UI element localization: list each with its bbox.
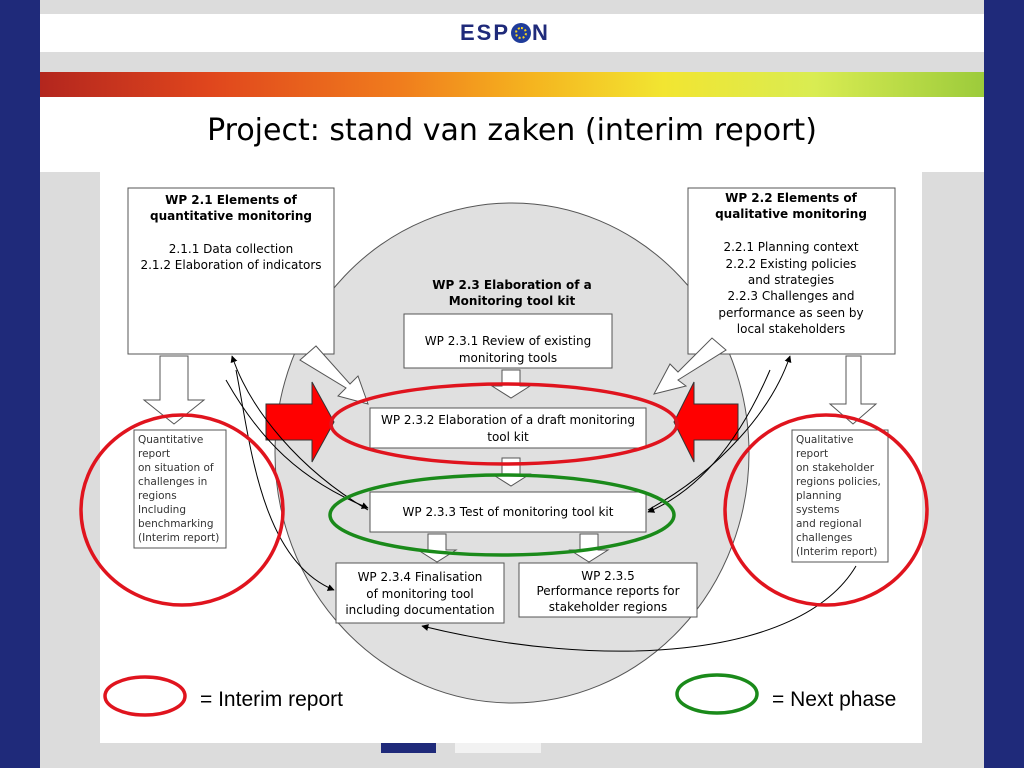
interim-highlight-232 bbox=[329, 382, 679, 466]
legend-next-label: = Next phase bbox=[772, 688, 896, 711]
quant-report-line: benchmarking bbox=[138, 518, 214, 530]
wp234-line-1: WP 2.3.4 Finalisation bbox=[358, 570, 483, 584]
qual-report-line: (Interim report) bbox=[796, 546, 877, 558]
wp234-box: WP 2.3.4 Finalisation of monitoring tool… bbox=[335, 562, 505, 624]
connector-qual-to-234 bbox=[421, 565, 857, 652]
quant-report-line: Quantitative bbox=[138, 434, 203, 446]
connector-left-to-234 bbox=[235, 369, 335, 591]
quant-report-line: challenges in bbox=[138, 476, 207, 488]
wp22-box: WP 2.2 Elements of qualitative monitorin… bbox=[687, 187, 896, 355]
wp235-line-1: WP 2.3.5 bbox=[581, 569, 634, 583]
wp21-item-1: 2.1.1 Data collection bbox=[169, 242, 293, 256]
wp21-box: WP 2.1 Elements of quantitative monitori… bbox=[127, 187, 335, 355]
legend-interim-label: = Interim report bbox=[200, 688, 343, 711]
wp22-item-4: 2.2.3 Challenges and bbox=[728, 289, 855, 303]
hollow-arrow-wp22-down bbox=[828, 355, 878, 425]
footer-tab-dark bbox=[381, 743, 436, 753]
footer-tab-light bbox=[455, 743, 541, 753]
wp235-box: WP 2.3.5 Performance reports for stakeho… bbox=[518, 562, 698, 618]
legend: = Interim report = Next phase bbox=[103, 673, 896, 717]
wp23-title-1: WP 2.3 Elaboration of a bbox=[432, 278, 591, 292]
slide-title: Project: stand van zaken (interim report… bbox=[207, 113, 817, 148]
wp21-title-1: WP 2.1 Elements of bbox=[165, 193, 298, 207]
hollow-arrow-wp21-diag bbox=[299, 345, 369, 405]
qual-report-line: challenges bbox=[796, 532, 852, 544]
red-arrow-left bbox=[265, 381, 335, 463]
logo-text-right: N bbox=[532, 20, 550, 45]
wp22-title-2: qualitative monitoring bbox=[715, 207, 867, 221]
wp232-line-1: WP 2.3.2 Elaboration of a draft monitori… bbox=[381, 413, 635, 427]
wp22-item-1: 2.2.1 Planning context bbox=[723, 240, 858, 254]
qual-report-box: Qualitative report on stakeholder region… bbox=[791, 429, 889, 563]
wp22-title-1: WP 2.2 Elements of bbox=[725, 191, 858, 205]
wp232-box: WP 2.3.2 Elaboration of a draft monitori… bbox=[369, 407, 647, 449]
wp231-box: WP 2.3.1 Review of existing monitoring t… bbox=[403, 313, 613, 369]
quant-report-box: Quantitative report on situation of chal… bbox=[133, 429, 227, 549]
wp231-line-1: WP 2.3.1 Review of existing bbox=[425, 334, 591, 348]
top-strip bbox=[40, 0, 984, 14]
wp235-line-2: Performance reports for bbox=[536, 584, 679, 598]
red-arrow-right bbox=[673, 381, 739, 463]
wp231-line-2: monitoring tools bbox=[459, 351, 557, 365]
hollow-arrow-wp21-down bbox=[142, 355, 206, 425]
wp234-line-2: of monitoring tool bbox=[366, 587, 473, 601]
connector-233-to-wp22 bbox=[647, 355, 792, 511]
wp234-line-3: including documentation bbox=[345, 603, 494, 617]
wp232-line-2: tool kit bbox=[487, 430, 529, 444]
interim-highlight-qual bbox=[723, 413, 929, 607]
map-banner bbox=[40, 72, 984, 97]
hollow-arrow-wp22-diag bbox=[653, 337, 727, 395]
left-border bbox=[0, 0, 40, 768]
qual-report-line: on stakeholder bbox=[796, 462, 875, 474]
right-border bbox=[984, 0, 1024, 768]
wp21-item-2: 2.1.2 Elaboration of indicators bbox=[140, 258, 321, 272]
interim-highlight-quant bbox=[79, 413, 285, 607]
wp22-item-5: performance as seen by bbox=[718, 306, 863, 320]
wp22-item-2: 2.2.2 Existing policies bbox=[726, 257, 857, 271]
legend-next-swatch bbox=[675, 673, 759, 715]
logo-text-left: ESP bbox=[460, 20, 511, 45]
wp22-item-3: and strategies bbox=[748, 273, 834, 287]
espon-logo: ESP N bbox=[460, 20, 550, 46]
header-divider bbox=[40, 52, 984, 72]
quant-report-line: (Interim report) bbox=[138, 532, 219, 544]
qual-report-line: planning bbox=[796, 490, 842, 502]
qual-report-line: report bbox=[796, 448, 828, 460]
quant-report-line: Including bbox=[138, 504, 186, 516]
wp233-box: WP 2.3.3 Test of monitoring tool kit bbox=[369, 491, 647, 533]
quant-report-line: report bbox=[138, 448, 170, 460]
wp21-title-2: quantitative monitoring bbox=[150, 209, 312, 223]
qual-report-line: systems bbox=[796, 504, 839, 516]
next-phase-highlight-233 bbox=[328, 473, 676, 557]
quant-report-line: on situation of bbox=[138, 462, 214, 474]
wp235-line-3: stakeholder regions bbox=[549, 600, 667, 614]
wp233-line-1: WP 2.3.3 Test of monitoring tool kit bbox=[403, 505, 614, 519]
quant-report-line: regions bbox=[138, 490, 177, 502]
connector-233-to-wp21 bbox=[230, 355, 369, 511]
qual-report-line: Qualitative bbox=[796, 434, 853, 446]
legend-interim-swatch bbox=[103, 675, 187, 717]
wp23-title-2: Monitoring tool kit bbox=[449, 294, 576, 308]
qual-report-line: regions policies, bbox=[796, 476, 881, 488]
qual-report-line: and regional bbox=[796, 518, 862, 530]
eu-stars-icon bbox=[511, 23, 532, 43]
wp22-item-6: local stakeholders bbox=[737, 322, 845, 336]
